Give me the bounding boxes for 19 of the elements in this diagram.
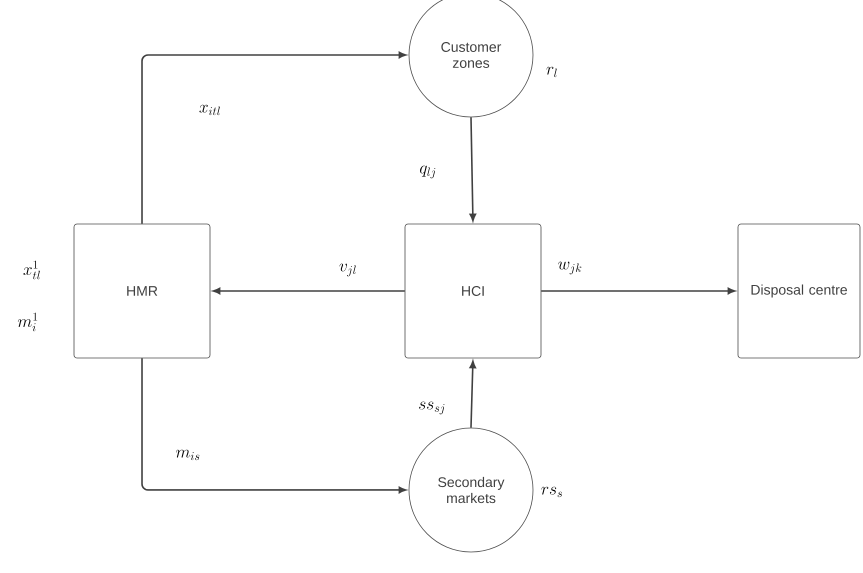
arrow [541,288,736,294]
edge-label: $w_{jk}$ [556,260,584,276]
arrow [141,358,406,494]
process-box: HCI [404,224,542,358]
edge-label: $q_{lj}$ [418,164,438,180]
arrow [141,52,406,224]
arrow [469,360,476,428]
process-box: Disposal centre [738,224,860,358]
circle-node: Secondary markets [408,428,534,552]
arrow [212,288,405,294]
variable-label: $r_l$ [546,66,557,78]
edge-label: $ss_{sj}$ [417,400,447,416]
edge-label: $x_{itl}$ [198,104,222,116]
process-box: HMR [74,224,210,358]
variable-label: $m^1_i$ [18,312,38,332]
edge-label: $v_{jl}$ [338,262,358,278]
arrow [469,117,476,222]
variable-label: $x^1_{tl}$ [23,260,40,280]
edge-label: $m_{is}$ [174,448,202,461]
